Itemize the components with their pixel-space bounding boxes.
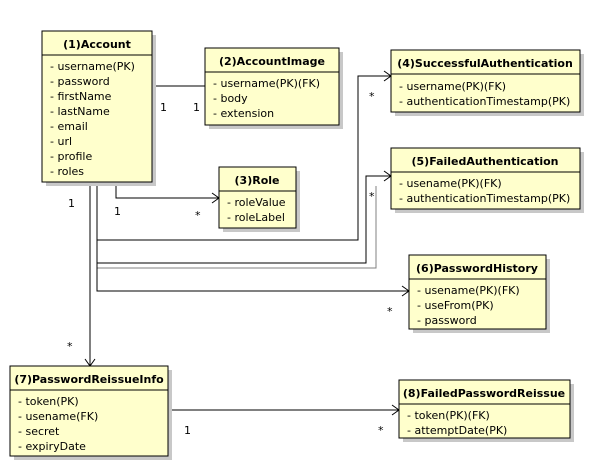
multiplicity-failed-reissue-dst: * <box>378 424 384 437</box>
attribute: - body <box>213 92 248 105</box>
attribute: - profile <box>50 150 92 163</box>
multiplicity-labels: 1 1 1 1 * * * * * 1 * <box>67 90 393 437</box>
class-box <box>390 49 581 113</box>
multiplicity-failed-reissue-src: 1 <box>184 424 191 437</box>
assoc-account-role <box>115 183 219 199</box>
class-failed-authentication: (5)FailedAuthentication - usename(PK)(FK… <box>390 147 584 213</box>
class-title: (3)Role <box>235 174 280 187</box>
attribute: - username(PK) <box>50 60 135 73</box>
attribute: - usename(FK) <box>18 410 98 423</box>
class-box <box>390 147 581 210</box>
multiplicity-role-dst: * <box>195 209 201 222</box>
attribute: - lastName <box>50 105 110 118</box>
class-title: (4)SuccessfulAuthentication <box>397 57 573 70</box>
attribute: - password <box>50 75 110 88</box>
attribute: - usename(PK)(FK) <box>417 284 520 297</box>
multiplicity-account-src: 1 <box>68 197 75 210</box>
class-box <box>204 47 340 126</box>
class-box <box>408 254 547 330</box>
assoc-account-failedauth-shade <box>97 186 377 269</box>
attribute: - roles <box>50 165 84 178</box>
class-account-image: (2)AccountImage - username(PK)(FK) - bod… <box>204 47 343 129</box>
class-title: (5)FailedAuthentication <box>412 155 559 168</box>
class-box <box>398 379 571 439</box>
class-title: (2)AccountImage <box>219 55 325 68</box>
attribute: - useFrom(PK) <box>417 299 494 312</box>
multiplicity-account-image-src: 1 <box>160 101 167 114</box>
assoc-account-failedauth <box>97 175 391 264</box>
multiplicity-role-src: 1 <box>114 205 121 218</box>
attribute: - roleLabel <box>227 211 285 224</box>
multiplicity-reissue-info-dst: * <box>67 340 73 353</box>
multiplicity-failed-auth-dst: * <box>369 190 375 203</box>
attribute: - username(PK)(FK) <box>213 77 320 90</box>
class-box <box>41 30 153 183</box>
class-password-history: (6)PasswordHistory - usename(PK)(FK) - u… <box>408 254 550 333</box>
attribute: - token(PK)(FK) <box>407 409 490 422</box>
assoc-account-passwordhistory <box>96 183 409 292</box>
class-password-reissue-info: (7)PasswordReissueInfo - token(PK) - use… <box>9 365 172 460</box>
attribute: - authenticationTimestamp(PK) <box>399 95 570 108</box>
class-box <box>9 365 169 457</box>
attribute: - authenticationTimestamp(PK) <box>399 192 570 205</box>
attribute: - expiryDate <box>18 440 86 453</box>
attribute: - firstName <box>50 90 112 103</box>
attribute: - username(PK)(FK) <box>399 80 506 93</box>
attribute: - email <box>50 120 88 133</box>
class-title: (6)PasswordHistory <box>416 262 538 275</box>
multiplicity-account-image-dst: 1 <box>193 101 200 114</box>
multiplicity-password-history-dst: * <box>387 305 393 318</box>
class-title: (8)FailedPasswordReissue <box>403 387 565 400</box>
multiplicity-successful-auth-dst: * <box>369 90 375 103</box>
attribute: - extension <box>213 107 274 120</box>
class-title: (1)Account <box>63 38 131 51</box>
attribute: - usename(PK)(FK) <box>399 177 502 190</box>
class-successful-authentication: (4)SuccessfulAuthentication - username(P… <box>390 49 584 116</box>
attribute: - roleValue <box>227 196 286 209</box>
attribute: - secret <box>18 425 60 438</box>
class-title: (7)PasswordReissueInfo <box>14 373 164 386</box>
attribute: - token(PK) <box>18 395 79 408</box>
attribute: - url <box>50 135 72 148</box>
class-role: (3)Role - roleValue - roleLabel <box>218 166 300 232</box>
attribute: - attemptDate(PK) <box>407 424 507 437</box>
class-box <box>218 166 297 229</box>
class-failed-password-reissue: (8)FailedPasswordReissue - token(PK)(FK)… <box>398 379 574 442</box>
attribute: - password <box>417 314 477 327</box>
assoc-account-successfulauth <box>97 75 391 241</box>
class-account: (1)Account - username(PK) - password - f… <box>41 30 156 186</box>
associations <box>84 70 410 416</box>
